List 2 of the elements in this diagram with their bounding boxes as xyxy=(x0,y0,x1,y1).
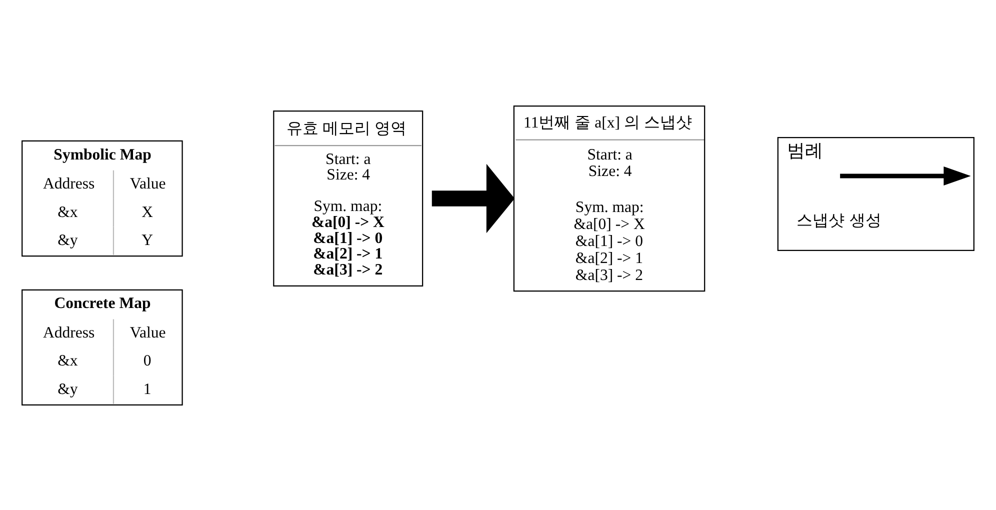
legend-label: 스냅샷 생성 xyxy=(796,210,882,229)
arrow xyxy=(432,163,515,233)
